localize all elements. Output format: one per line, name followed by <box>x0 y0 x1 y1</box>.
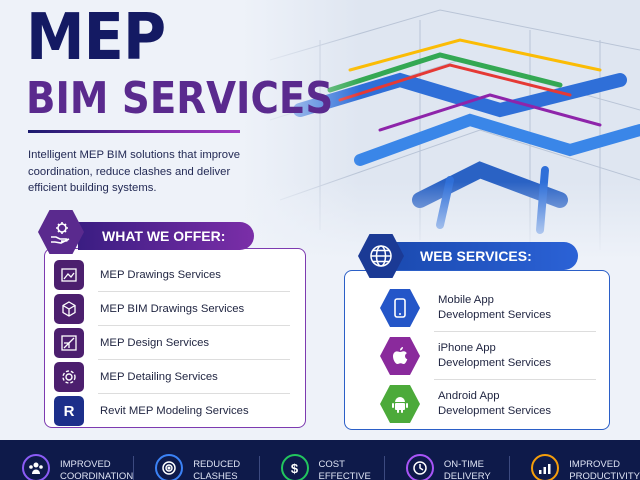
offer-item-label: MEP Drawings Services <box>100 269 221 281</box>
title-underline <box>28 130 240 133</box>
offer-item-detailing[interactable]: MEP Detailing Services <box>54 360 290 394</box>
benefit-line2: CLASHES <box>193 471 238 480</box>
clock-icon <box>405 454 434 480</box>
revit-icon: R <box>54 396 84 426</box>
benefit-line1: REDUCED <box>193 459 241 470</box>
growth-icon <box>531 454 560 480</box>
page-subtitle: BIM SERVICES <box>26 73 334 124</box>
web-item-text: Android App Development Services <box>438 389 551 419</box>
cube-icon <box>54 294 84 324</box>
benefit-line2: PRODUCTIVITY <box>569 471 640 480</box>
android-icon <box>380 385 420 423</box>
web-item-title: Android App <box>438 390 500 402</box>
offer-item-bim-drawings[interactable]: MEP BIM Drawings Services <box>54 292 290 326</box>
web-item-title: iPhone App <box>438 342 496 354</box>
design-icon <box>54 328 84 358</box>
web-services-heading: WEB SERVICES: <box>388 242 578 270</box>
page-title: MEP <box>26 1 166 75</box>
offer-item-label: Revit MEP Modeling Services <box>100 405 249 417</box>
divider <box>98 291 290 292</box>
benefit-line2: COORDINATION <box>60 471 134 480</box>
dollar-icon: $ <box>280 454 309 480</box>
offer-item-label: MEP Detailing Services <box>100 371 218 383</box>
web-item-text: Mobile App Development Services <box>438 293 551 323</box>
web-services-list: Mobile App Development Services iPhone A… <box>380 284 596 428</box>
web-item-subtitle: Development Services <box>438 405 552 417</box>
web-item-mobile[interactable]: Mobile App Development Services <box>380 284 596 332</box>
offer-card <box>44 248 306 428</box>
divider <box>98 393 290 394</box>
offer-item-revit[interactable]: R Revit MEP Modeling Services <box>54 394 290 428</box>
benefit-line1: IMPROVED <box>569 459 620 470</box>
benefit-line1: COST <box>318 459 345 470</box>
benefit-line2: EFFECTIVE <box>318 471 371 480</box>
web-item-title: Mobile App <box>438 294 494 306</box>
web-item-subtitle: Development Services <box>438 309 552 321</box>
divider <box>434 379 596 380</box>
web-item-android[interactable]: Android App Development Services <box>380 380 596 428</box>
benefit-line2: DELIVERY <box>443 471 491 480</box>
team-icon <box>22 454 50 480</box>
mep-building-illustration <box>240 0 640 260</box>
intro-text: Intelligent MEP BIM solutions that impro… <box>28 149 241 194</box>
web-item-text: iPhone App Development Services <box>438 341 551 371</box>
offer-heading: WHAT WE OFFER: <box>78 222 254 250</box>
offer-item-design[interactable]: MEP Design Services <box>54 326 290 360</box>
apple-icon <box>380 337 420 375</box>
benefit-line1: ON-TIME <box>443 459 485 470</box>
drawing-icon <box>54 260 84 290</box>
offer-item-drawings[interactable]: MEP Drawings Services <box>54 258 290 292</box>
offer-list: MEP Drawings Services MEP BIM Drawings S… <box>54 258 290 428</box>
target-icon <box>155 454 184 480</box>
divider <box>98 325 290 326</box>
web-item-subtitle: Development Services <box>438 357 552 369</box>
mobile-icon <box>380 289 420 327</box>
web-item-iphone[interactable]: iPhone App Development Services <box>380 332 596 380</box>
benefit-line1: IMPROVED <box>60 459 111 470</box>
offer-item-label: MEP Design Services <box>100 337 210 349</box>
divider <box>98 359 290 360</box>
offer-item-label: MEP BIM Drawings Services <box>100 303 245 315</box>
gear-icon <box>54 362 84 392</box>
divider <box>434 331 596 332</box>
